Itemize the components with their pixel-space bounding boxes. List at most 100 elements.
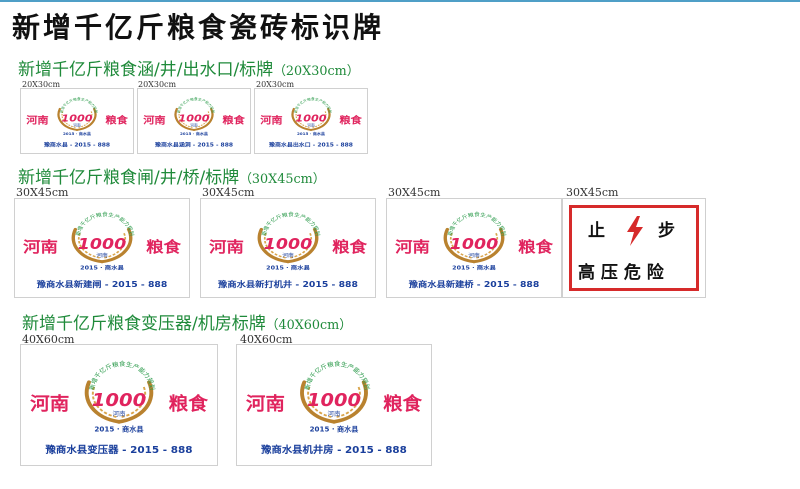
- sign-inner-text: 河南: [190, 123, 198, 128]
- warning-word-stop: 止: [588, 221, 605, 241]
- sign-province: 河南: [209, 238, 244, 255]
- size-label: 40X60cm: [22, 333, 75, 346]
- sign-province: 河南: [395, 238, 430, 255]
- sign-graphic: 全国新增千亿斤粮食生产能力规划项目 1000 河南 河南 粮食 2015 · 商…: [255, 89, 362, 148]
- sign-arc-text: 全国新增千亿斤粮食生产能力规划项目: [255, 89, 333, 114]
- sign-year: 2015 · 商水县: [266, 264, 310, 271]
- wheat-wreath-icon: [443, 227, 505, 264]
- sign-year: 2015 · 商水县: [297, 131, 325, 136]
- sign-graphic: 全国新增千亿斤粮食生产能力规划项目 1000 河南 河南 粮食 2015 · 商…: [201, 199, 368, 290]
- sign-year: 2015 · 商水县: [63, 131, 91, 136]
- sign-year: 2015 · 商水县: [452, 264, 496, 271]
- sign-grain: 粮食: [146, 238, 182, 255]
- sign-inner-text: 河南: [96, 251, 108, 258]
- sign-graphic: 全国新增千亿斤粮食生产能力规划项目 1000 河南 河南 粮食 2015 · 商…: [21, 89, 128, 148]
- section-size-text: （30X45cm）: [239, 172, 326, 187]
- size-label: 30X45cm: [16, 186, 69, 199]
- sign-grain: 粮食: [339, 114, 362, 126]
- sign-province: 河南: [246, 393, 285, 414]
- size-label: 40X60cm: [240, 333, 293, 346]
- sign-grain: 粮食: [222, 114, 245, 126]
- sign-grain: 粮食: [105, 114, 128, 126]
- sign-number: 1000: [307, 391, 361, 411]
- sign-inner-text: 河南: [468, 251, 480, 258]
- sign-grain: 粮食: [169, 393, 209, 415]
- sign-inner-text: 河南: [328, 410, 341, 418]
- section-title-text: 新增千亿斤粮食涵/井/出水口/标牌: [18, 60, 274, 80]
- sign-year: 2015 · 商水县: [80, 264, 124, 271]
- sign-number: 1000: [178, 113, 209, 124]
- sign-number: 1000: [264, 235, 312, 252]
- section-size-text: （40X60cm）: [265, 318, 352, 333]
- sign-bottom-code: 豫商水县变压器 - 2015 - 888: [45, 443, 192, 455]
- sign-inner-text: 河南: [73, 123, 81, 128]
- sign-number: 1000: [92, 391, 147, 411]
- size-label: 20X30cm: [138, 80, 177, 89]
- sign-large-1[interactable]: 全国新增千亿斤粮食生产能力规划项目 1000 河南 河南 粮食 2015 · 商…: [20, 344, 218, 466]
- sign-arc-text: 全国新增千亿斤粮食生产能力规划项目: [138, 89, 216, 114]
- sign-small-1[interactable]: 全国新增千亿斤粮食生产能力规划项目 1000 河南 河南 粮食 2015 · 商…: [20, 88, 134, 154]
- sign-graphic: 全国新增千亿斤粮食生产能力规划项目 1000 河南 河南 粮食 2015 · 商…: [387, 199, 554, 290]
- size-label: 30X45cm: [202, 186, 255, 199]
- sign-grain: 粮食: [332, 238, 368, 255]
- size-label: 20X30cm: [22, 80, 61, 89]
- section-title-small: 新增千亿斤粮食涵/井/出水口/标牌（20X30cm）: [18, 55, 359, 80]
- sign-year: 2015 · 商水县: [310, 425, 359, 434]
- wheat-wreath-icon: [174, 107, 214, 131]
- sign-bottom-code: 豫商水县 - 2015 - 888: [44, 141, 110, 148]
- size-label: 30X45cm: [388, 186, 441, 199]
- sign-graphic: 全国新增千亿斤粮食生产能力规划项目 1000 河南 河南 粮食 2015 · 商…: [138, 89, 245, 148]
- size-label: 20X30cm: [256, 80, 295, 89]
- sign-bottom-code: 豫商水县新建桥 - 2015 - 888: [409, 279, 540, 290]
- sign-inner-text: 河南: [112, 409, 125, 418]
- wheat-wreath-icon: [300, 380, 368, 424]
- sign-grain: 粮食: [383, 393, 422, 414]
- sign-bottom-code: 豫商水县出水口 - 2015 - 888: [269, 141, 353, 148]
- lightning-icon: [627, 216, 643, 246]
- wheat-wreath-icon: [257, 227, 319, 264]
- sign-medium-1[interactable]: 全国新增千亿斤粮食生产能力规划项目 1000 河南 河南 粮食 2015 · 商…: [14, 198, 190, 298]
- warning-sign[interactable]: 止 步 高 压 危 险: [562, 198, 706, 298]
- sign-province: 河南: [260, 114, 283, 126]
- section-title-text: 新增千亿斤粮食变压器/机房标牌: [22, 314, 266, 334]
- sign-graphic: 全国新增千亿斤粮食生产能力规划项目 1000 河南 河南 粮食 2015 · 商…: [15, 199, 182, 290]
- wheat-wreath-icon: [84, 380, 154, 424]
- section-title-large: 新增千亿斤粮食变压器/机房标牌（40X60cm）: [22, 309, 352, 334]
- section-size-text: （20X30cm）: [273, 64, 360, 79]
- sign-medium-2[interactable]: 全国新增千亿斤粮食生产能力规划项目 1000 河南 河南 粮食 2015 · 商…: [200, 198, 376, 298]
- sign-number: 1000: [61, 113, 92, 124]
- top-accent-line: [0, 0, 800, 2]
- sign-province: 河南: [30, 394, 69, 415]
- wheat-wreath-icon: [291, 107, 331, 131]
- sign-province: 河南: [26, 114, 49, 126]
- sign-province: 河南: [143, 114, 166, 126]
- sign-large-2[interactable]: 全国新增千亿斤粮食生产能力规划项目 1000 河南 河南 粮食 2015 · 商…: [236, 344, 432, 466]
- page-title: 新增千亿斤粮食瓷砖标识牌: [12, 11, 385, 44]
- sign-small-2[interactable]: 全国新增千亿斤粮食生产能力规划项目 1000 河南 河南 粮食 2015 · 商…: [137, 88, 251, 154]
- sign-inner-text: 河南: [282, 251, 294, 258]
- wheat-wreath-icon: [71, 227, 133, 264]
- sign-graphic: 全国新增千亿斤粮食生产能力规划项目 1000 河南 河南 粮食 2015 · 商…: [237, 345, 422, 456]
- warning-border: 止 步 高 压 危 险: [569, 205, 699, 291]
- section-title-text: 新增千亿斤粮食闸/井/桥/标牌: [18, 168, 240, 188]
- warning-word-step: 步: [658, 221, 675, 241]
- sign-province: 河南: [23, 238, 58, 255]
- sign-grain: 粮食: [518, 238, 554, 255]
- sign-year: 2015 · 商水县: [180, 131, 208, 136]
- sign-year: 2015 · 商水县: [94, 425, 143, 434]
- sign-arc-text: 全国新增千亿斤粮食生产能力规划项目: [21, 89, 99, 114]
- section-title-medium: 新增千亿斤粮食闸/井/桥/标牌（30X45cm）: [18, 163, 325, 188]
- sign-medium-3[interactable]: 全国新增千亿斤粮食生产能力规划项目 1000 河南 河南 粮食 2015 · 商…: [386, 198, 562, 298]
- sign-number: 1000: [78, 235, 126, 252]
- warning-high-voltage: 高 压 危 险: [578, 263, 664, 283]
- sign-graphic: 全国新增千亿斤粮食生产能力规划项目 1000 河南 河南 粮食 2015 · 商…: [21, 345, 209, 456]
- sign-small-3[interactable]: 全国新增千亿斤粮食生产能力规划项目 1000 河南 河南 粮食 2015 · 商…: [254, 88, 368, 154]
- sign-bottom-code: 豫商水县涵洞 - 2015 - 888: [155, 141, 233, 148]
- sign-bottom-code: 豫商水县新打机井 - 2015 - 888: [218, 279, 358, 290]
- sign-inner-text: 河南: [307, 123, 315, 128]
- sign-number: 1000: [295, 113, 326, 124]
- sign-bottom-code: 豫商水县机井房 - 2015 - 888: [261, 443, 407, 456]
- sign-number: 1000: [450, 235, 498, 252]
- sign-bottom-code: 豫商水县新建闸 - 2015 - 888: [37, 279, 168, 290]
- size-label: 30X45cm: [566, 186, 619, 199]
